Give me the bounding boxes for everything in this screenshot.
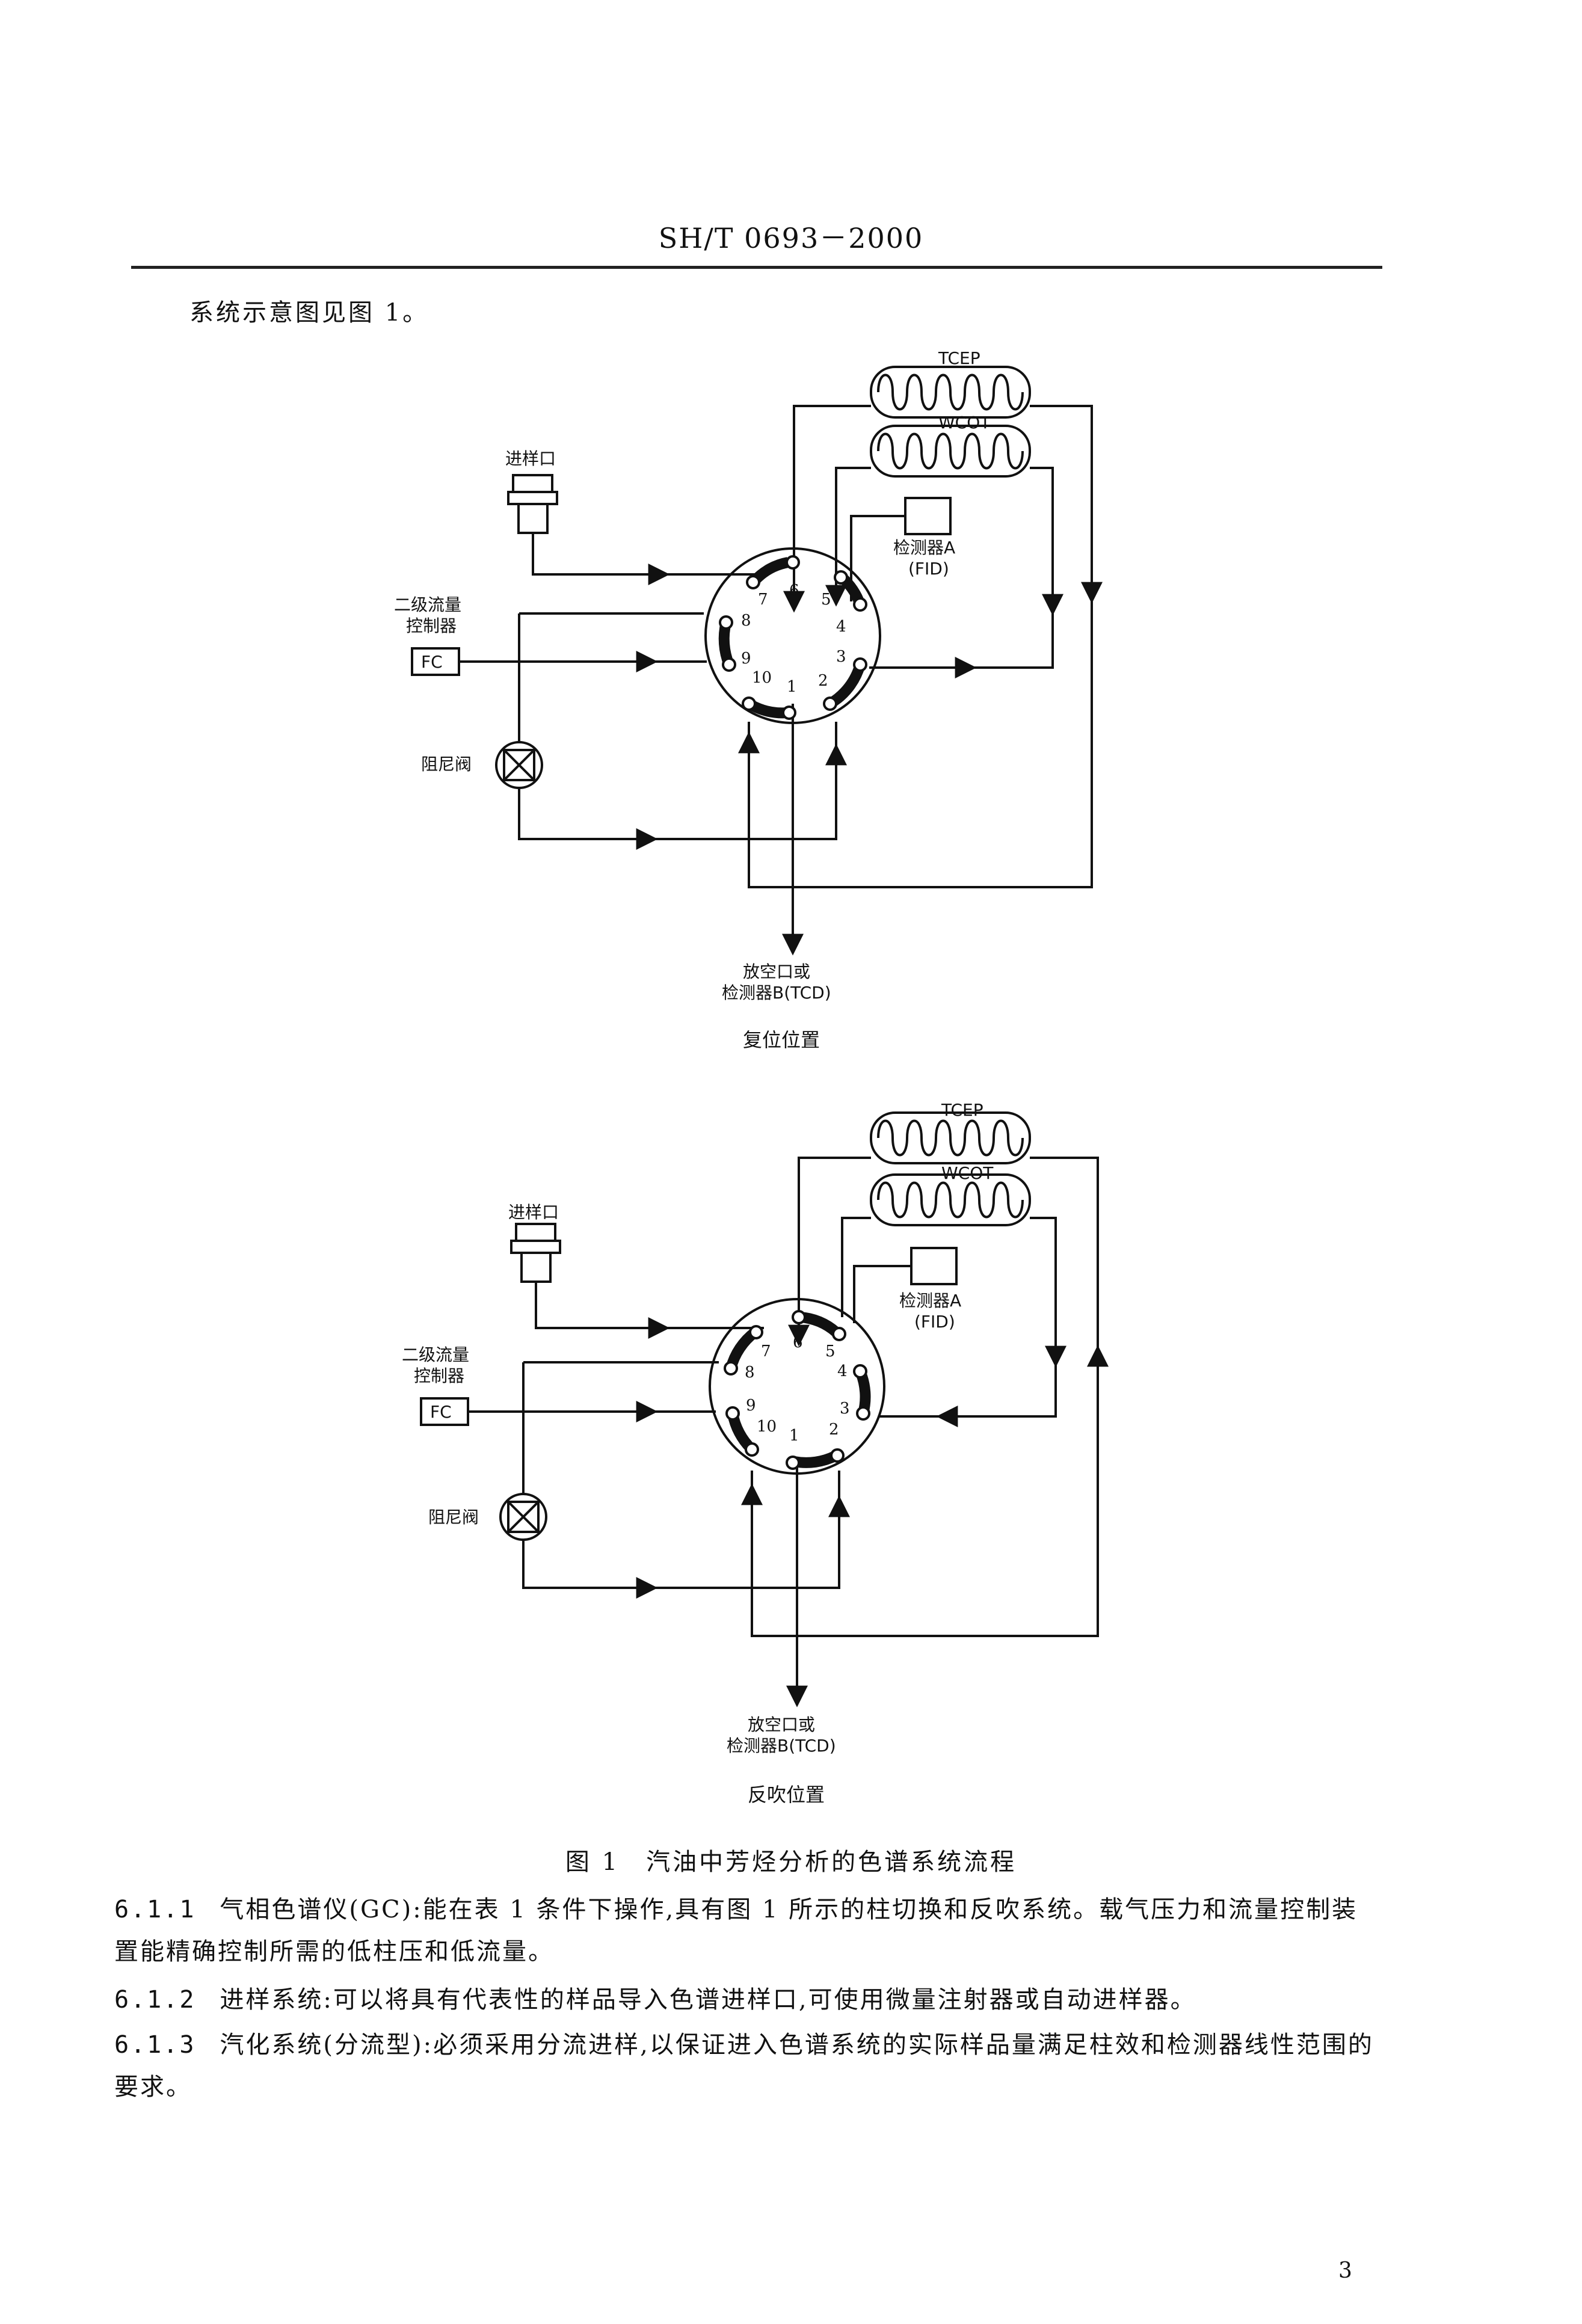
figure-caption: 图 1 汽油中芳烃分析的色谱系统流程 <box>565 1848 1017 1876</box>
detector-a-sublabel: (FID) <box>908 559 949 579</box>
diagram2-caption: 反吹位置 <box>748 1783 825 1806</box>
document-header: SH/T 0693－2000 <box>658 222 924 254</box>
port-number: 9 <box>746 1397 756 1415</box>
fc-box-label: FC <box>430 1402 452 1422</box>
diagram2-text: TCEP WCOT 进样口 二级流量 控制器 FC 阻尼阀 检测器A (FID)… <box>402 1100 994 1806</box>
fc-box-label: FC <box>421 652 443 672</box>
header-rule <box>131 266 1382 269</box>
port-number: 9 <box>741 650 751 668</box>
port-number: 10 <box>752 669 772 687</box>
paragraph-6-1-2: 6.1.2 进样系统:可以将具有代表性的样品导入色谱进样口,可使用微量注射器或自动… <box>114 1979 1377 2021</box>
valve-ports-reset <box>718 555 867 720</box>
fc-label-line1: 二级流量 <box>402 1345 469 1365</box>
tcep-label: TCEP <box>938 348 980 368</box>
diagram-backflush-position <box>420 1111 1109 1708</box>
section-number: 6.1.3 <box>114 2031 196 2059</box>
fc-label-line2: 控制器 <box>406 616 457 636</box>
vent-label-line2: 检测器B(TCD) <box>722 983 831 1003</box>
port-number: 7 <box>758 591 768 609</box>
diagram-reset-position <box>411 366 1103 956</box>
detector-a-sublabel: (FID) <box>914 1312 955 1332</box>
tcep-column-coil <box>870 366 1031 419</box>
inlet-label: 进样口 <box>505 449 556 469</box>
tcep-column-coil <box>870 1111 1031 1164</box>
port-number: 7 <box>761 1342 771 1360</box>
wcot-column-coil <box>870 425 1031 478</box>
port-number: 6 <box>789 582 799 600</box>
vent-label-line2: 检测器B(TCD) <box>727 1736 836 1756</box>
vent-label-line1: 放空口或 <box>748 1715 815 1735</box>
inlet-label: 进样口 <box>508 1202 559 1222</box>
port-number: 6 <box>793 1333 803 1351</box>
vent-label-line1: 放空口或 <box>743 962 810 982</box>
chromatography-flow-diagrams: TCEP WCOT 进样口 二级流量 控制器 FC 阻尼阀 检测器A (FID)… <box>394 348 1109 1806</box>
section-number: 6.1.2 <box>114 1986 196 2014</box>
port-number: 1 <box>789 1427 799 1445</box>
port-number: 8 <box>741 612 751 630</box>
wcot-label: WCOT <box>938 413 991 432</box>
port-number: 2 <box>818 672 828 690</box>
fc-label-line1: 二级流量 <box>394 595 461 615</box>
wcot-label: WCOT <box>941 1163 994 1183</box>
section-number: 6.1.1 <box>114 1896 196 1923</box>
valve-ports-backflush <box>724 1310 871 1470</box>
port-number: 2 <box>829 1421 839 1439</box>
detector-a-label: 检测器A <box>893 538 955 558</box>
fc-label-line2: 控制器 <box>414 1366 464 1386</box>
port-number: 3 <box>836 648 846 666</box>
port-number: 1 <box>787 678 797 696</box>
page-number: 3 <box>1338 2258 1352 2283</box>
tcep-label: TCEP <box>941 1100 983 1120</box>
restrictor-label: 阻尼阀 <box>428 1507 479 1527</box>
paragraph-text: 汽化系统(分流型):必须采用分流进样,以保证进入色谱系统的实际样品量满足柱效和检… <box>114 2031 1374 2101</box>
port-number: 4 <box>837 1362 848 1380</box>
diagram1-caption: 复位位置 <box>743 1028 820 1051</box>
port-number: 4 <box>836 618 846 636</box>
port-number: 5 <box>825 1342 836 1360</box>
paragraph-text: 气相色谱仪(GC):能在表 1 条件下操作,具有图 1 所示的柱切换和反吹系统。… <box>114 1896 1358 1966</box>
paragraph-text: 进样系统:可以将具有代表性的样品导入色谱进样口,可使用微量注射器或自动进样器。 <box>220 1986 1196 2014</box>
port-number: 10 <box>757 1418 777 1436</box>
diagram1-text: TCEP WCOT 进样口 二级流量 控制器 FC 阻尼阀 检测器A (FID)… <box>394 348 991 1051</box>
port-number: 8 <box>745 1363 755 1382</box>
port-number: 5 <box>821 591 831 609</box>
port-number: 3 <box>840 1400 850 1418</box>
restrictor-label: 阻尼阀 <box>421 754 472 774</box>
detector-a-label: 检测器A <box>899 1291 961 1311</box>
intro-text: 系统示意图见图 1。 <box>189 299 429 327</box>
